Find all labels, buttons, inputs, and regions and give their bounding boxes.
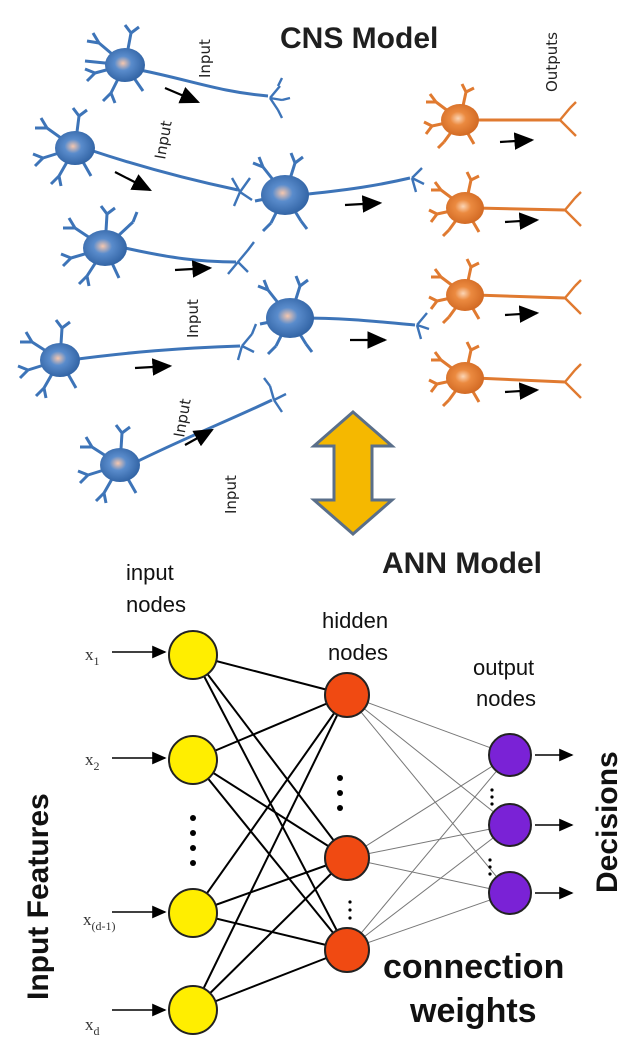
input-features-label: Input Features bbox=[22, 793, 55, 1000]
hidden-nodes bbox=[324, 672, 370, 973]
xd-1-label: x(d-1) bbox=[83, 910, 116, 933]
hidden-node bbox=[324, 927, 370, 973]
hidden-nodes-label-line2: nodes bbox=[328, 640, 388, 665]
hidden-nodes-label-line1: hidden bbox=[322, 608, 388, 633]
output-nodes bbox=[488, 733, 532, 915]
cns-title: CNS Model bbox=[280, 22, 438, 55]
neuron-blue-hidden bbox=[252, 152, 309, 233]
signal-arrows bbox=[114, 86, 540, 447]
outputs-label: Outputs bbox=[543, 32, 561, 92]
input-feature-arrows bbox=[112, 645, 167, 1017]
connection-weights-line2: weights bbox=[409, 992, 537, 1030]
hidden-node bbox=[324, 835, 370, 881]
input-label: Input bbox=[170, 397, 194, 438]
output-dendrites bbox=[559, 101, 582, 399]
decision-arrows bbox=[535, 748, 574, 900]
output-node bbox=[488, 871, 532, 915]
input-neurons bbox=[17, 24, 314, 504]
neuron-blue bbox=[84, 24, 145, 104]
neuron-orange bbox=[423, 83, 479, 150]
connection-weights-line1: connection bbox=[383, 948, 564, 986]
x2-label: x2 bbox=[85, 750, 100, 773]
output-node bbox=[488, 733, 532, 777]
cns-section: CNS Model Outputs bbox=[17, 22, 582, 514]
hidden-output-connections bbox=[346, 694, 511, 951]
output-axons bbox=[470, 118, 566, 384]
ellipsis-dots bbox=[190, 775, 494, 920]
input-node bbox=[168, 888, 218, 938]
neuron-blue bbox=[17, 319, 80, 399]
input-nodes bbox=[168, 630, 218, 1035]
input-label: Input bbox=[222, 475, 240, 514]
ann-section: ANN Model input nodes hidden nodes outpu… bbox=[22, 547, 624, 1038]
neuron-blue bbox=[77, 424, 140, 504]
input-node bbox=[168, 630, 218, 680]
decisions-label: Decisions bbox=[591, 751, 624, 893]
input-node bbox=[168, 735, 218, 785]
output-neurons bbox=[423, 83, 484, 408]
input-variable-labels: x1 x2 x(d-1) xd bbox=[83, 645, 116, 1038]
neuron-blue-hidden bbox=[257, 275, 314, 356]
output-node bbox=[488, 803, 532, 847]
neuron-blue bbox=[60, 205, 139, 287]
neuron-orange bbox=[428, 341, 484, 408]
bidirectional-arrow-icon bbox=[309, 410, 397, 536]
output-nodes-label-line1: output bbox=[473, 655, 534, 680]
input-label: Input bbox=[151, 119, 175, 160]
xd-label: xd bbox=[85, 1015, 100, 1038]
input-nodes-label-line2: nodes bbox=[126, 592, 186, 617]
input-hidden-connections bbox=[192, 654, 348, 1011]
neuron-orange bbox=[428, 258, 484, 325]
neuron-orange bbox=[428, 171, 484, 238]
ann-title: ANN Model bbox=[382, 547, 542, 580]
x1-label: x1 bbox=[85, 645, 100, 668]
input-node bbox=[168, 985, 218, 1035]
hidden-node bbox=[324, 672, 370, 718]
input-label: Input bbox=[184, 299, 202, 338]
output-nodes-label-line2: nodes bbox=[476, 686, 536, 711]
input-nodes-label-line1: input bbox=[126, 560, 174, 585]
input-label: Input bbox=[196, 39, 214, 78]
neuron-blue bbox=[32, 107, 95, 187]
input-dendrites bbox=[227, 77, 430, 413]
